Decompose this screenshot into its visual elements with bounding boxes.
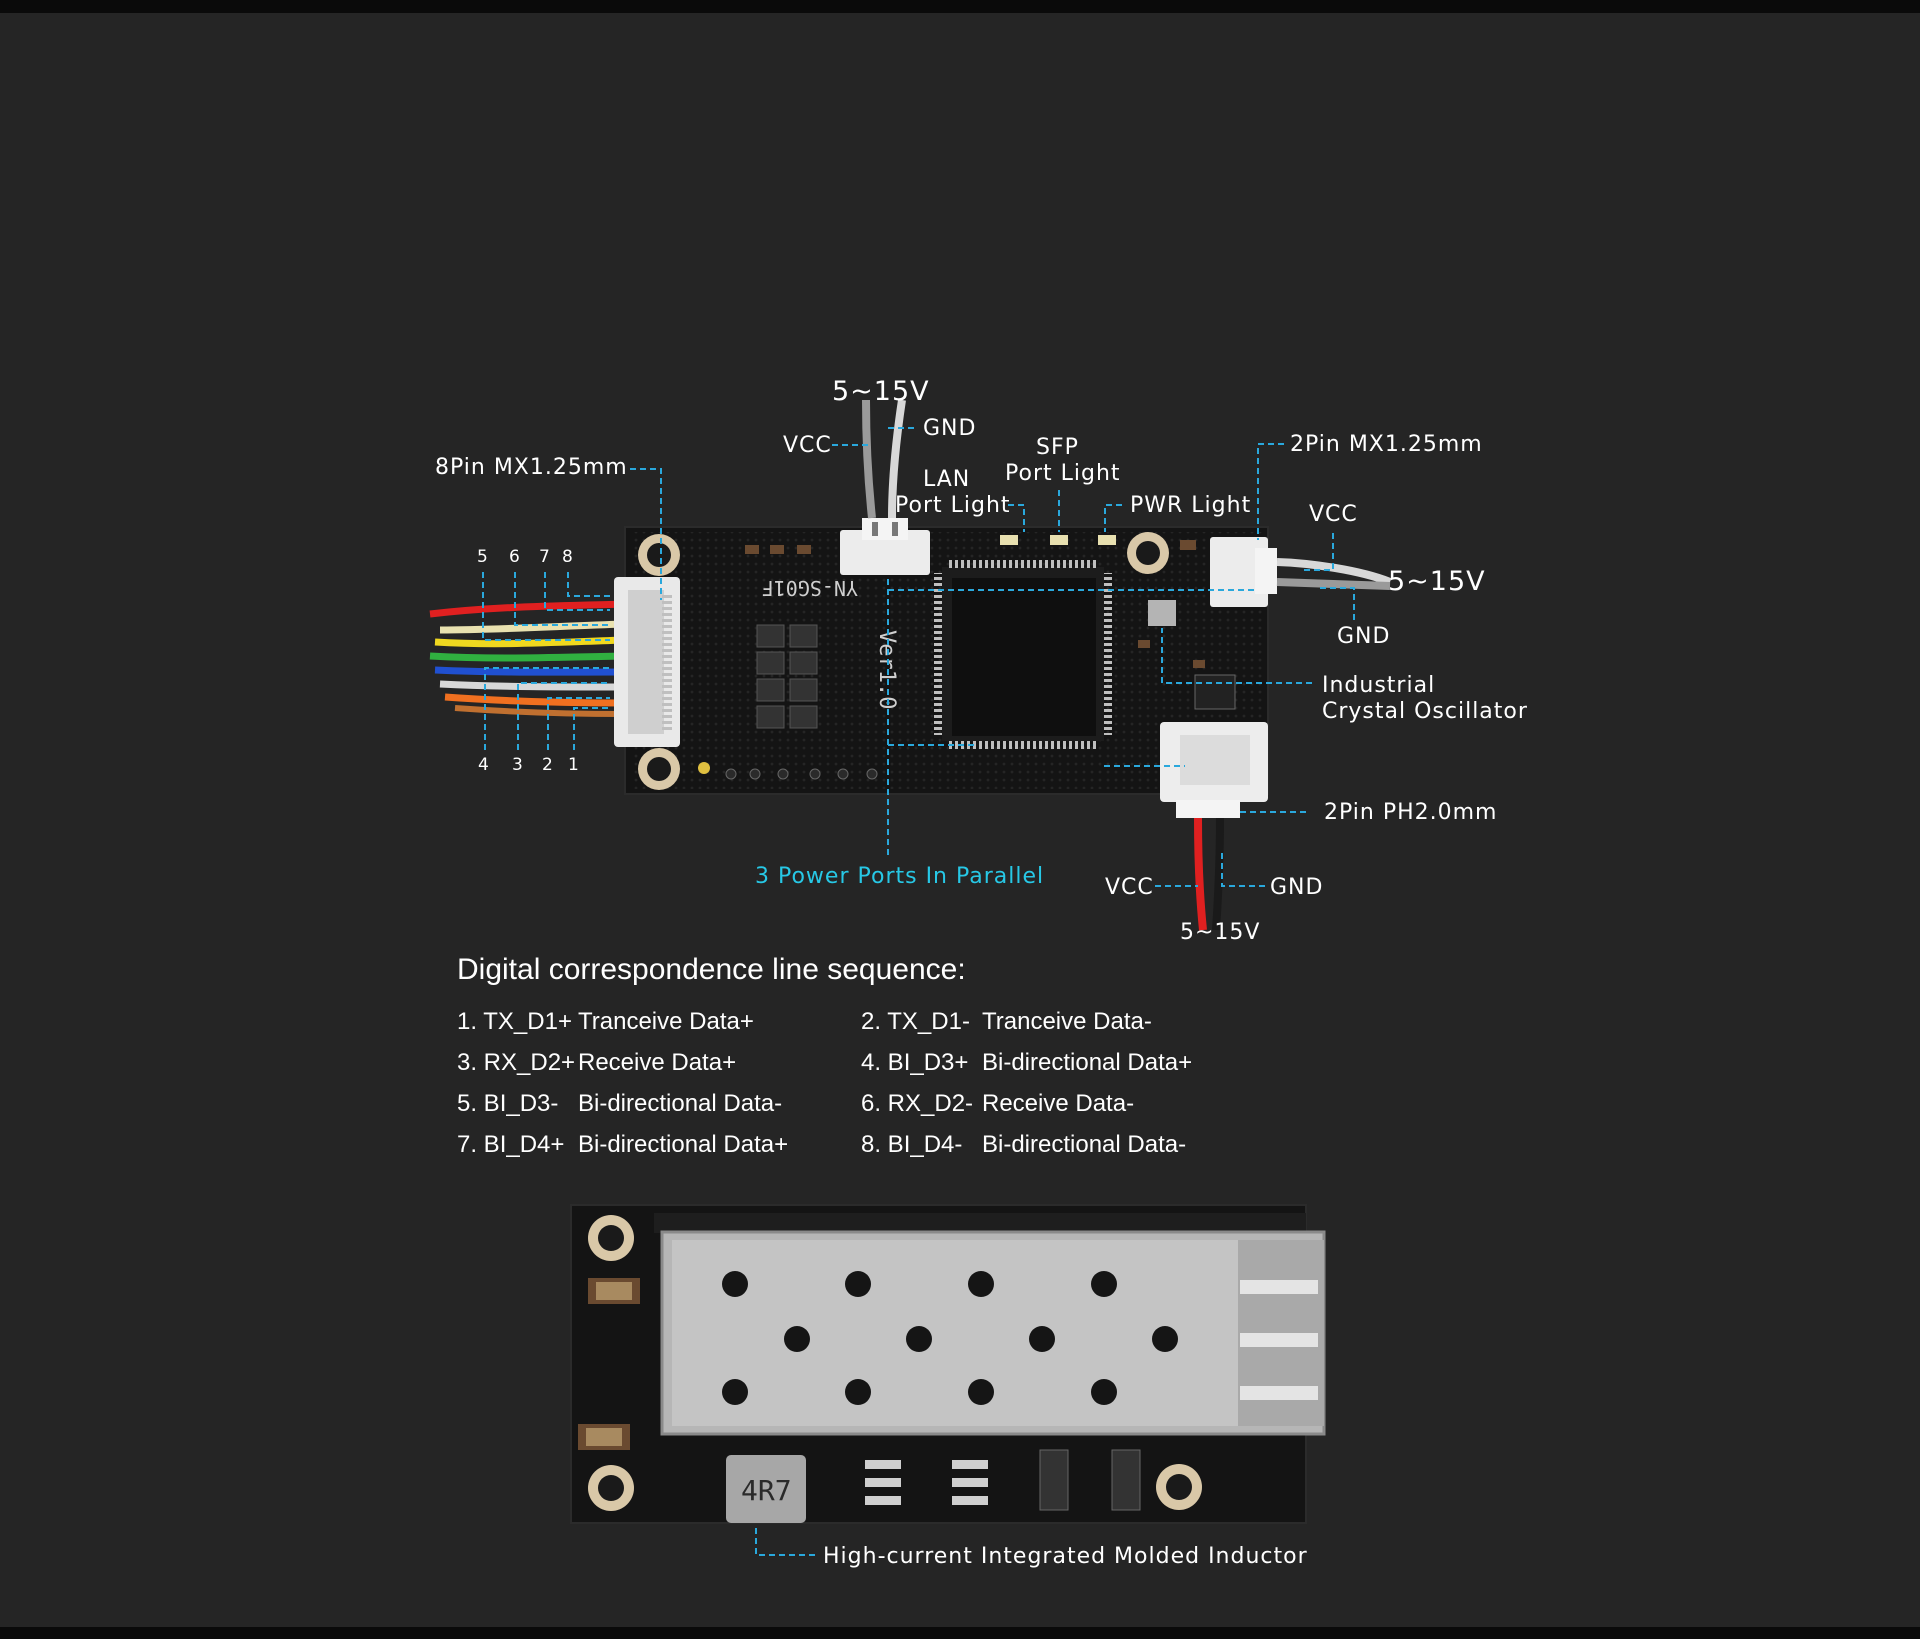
sequence-code: 1. TX_D1+ — [457, 1008, 572, 1035]
bottom-power-gnd: GND — [1270, 875, 1323, 900]
sequence-code: 3. RX_D2+ — [457, 1049, 576, 1076]
sequence-description: Tranceive Data+ — [578, 1008, 754, 1035]
sequence-code: 7. BI_D4+ — [457, 1131, 565, 1158]
right-power-voltage: 5~15V — [1388, 566, 1486, 597]
pin-number: 4 — [478, 755, 490, 775]
right-power-gnd: GND — [1337, 624, 1390, 649]
top-power-voltage: 5~15V — [832, 376, 930, 407]
pwr-light-label: PWR Light — [1130, 493, 1251, 518]
sequence-description: Bi-directional Data- — [578, 1090, 783, 1117]
pin-number: 2 — [542, 755, 554, 775]
sfp-light-label-line2: Port Light — [1005, 461, 1121, 486]
label-2pin-mx: 2Pin MX1.25mm — [1290, 432, 1483, 457]
top-power-vcc: VCC — [783, 433, 832, 458]
sequence-description: Receive Data+ — [578, 1049, 737, 1076]
bottom-border-bar — [0, 1627, 1920, 1639]
top-power-gnd: GND — [923, 416, 976, 441]
sequence-description: Bi-directional Data- — [982, 1131, 1187, 1158]
label-2pin-ph: 2Pin PH2.0mm — [1324, 800, 1498, 825]
sfp-light-label: SFP — [1036, 435, 1079, 460]
sequence-title: Digital correspondence line sequence: — [457, 953, 966, 986]
inductor-marking: 4R7 — [741, 1474, 792, 1507]
oscillator-label-line2: Crystal Oscillator — [1322, 699, 1528, 724]
bottom-sfp-board: 4R7 — [570, 1204, 1326, 1524]
pin-number: 7 — [539, 547, 551, 567]
top-power-connector — [840, 530, 930, 575]
sequence-description: Tranceive Data- — [982, 1008, 1152, 1035]
top-border-bar — [0, 0, 1920, 13]
sequence-code: 4. BI_D3+ — [861, 1049, 969, 1076]
crystal-oscillator — [1148, 600, 1176, 626]
status-leds — [1000, 535, 1116, 545]
pin-number: 5 — [477, 547, 489, 567]
sequence-code: 2. TX_D1- — [861, 1008, 970, 1035]
sequence-code: 8. BI_D4- — [861, 1131, 963, 1158]
eight-pin-wires — [429, 600, 626, 717]
oscillator-label: Industrial — [1322, 673, 1435, 698]
lan-light-label: LAN — [923, 467, 970, 492]
sequence-code: 6. RX_D2- — [861, 1090, 974, 1117]
sequence-code: 5. BI_D3- — [457, 1090, 559, 1117]
silkscreen-version: Ver1.0 — [874, 630, 899, 709]
bottom-power-voltage: 5~15V — [1180, 920, 1260, 945]
label-8pin-connector: 8Pin MX1.25mm — [435, 455, 628, 480]
pin-number: 6 — [509, 547, 521, 567]
inductor-label: High-current Integrated Molded Inductor — [823, 1544, 1308, 1569]
pin-number: 1 — [568, 755, 580, 775]
sequence-description: Receive Data- — [982, 1090, 1135, 1117]
silkscreen-model: YN-SG01F — [762, 576, 858, 600]
sequence-description: Bi-directional Data+ — [578, 1131, 789, 1158]
pin-number: 3 — [512, 755, 524, 775]
lan-light-label-line2: Port Light — [895, 493, 1011, 518]
bottom-power-vcc: VCC — [1105, 875, 1154, 900]
molded-inductor — [726, 1455, 806, 1523]
right-power-vcc: VCC — [1309, 502, 1358, 527]
sequence-description: Bi-directional Data+ — [982, 1049, 1193, 1076]
pin-number: 8 — [562, 547, 574, 567]
top-pcb-board: YN-SG01F Ver1.0 — [429, 399, 1392, 931]
pin-numbers: 5 6 7 8 4 3 2 1 — [477, 547, 610, 775]
power-ports-parallel-note: 3 Power Ports In Parallel — [755, 864, 1044, 889]
